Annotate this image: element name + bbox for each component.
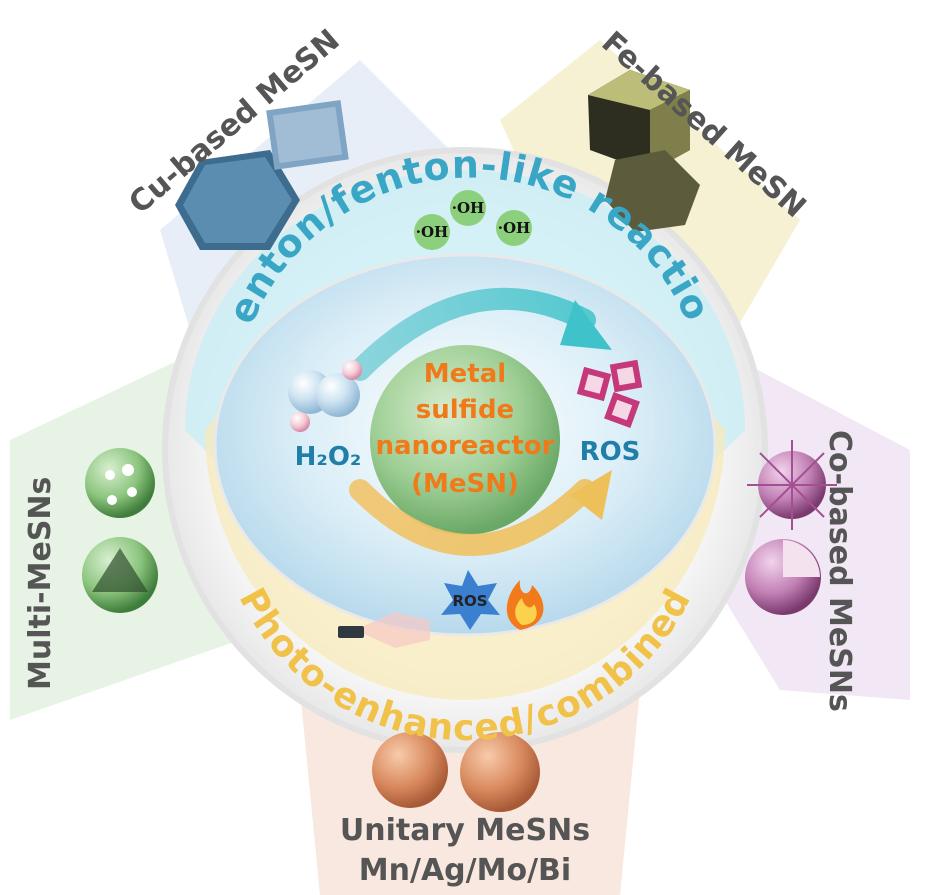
center-label-4: (MeSN) [411, 469, 519, 499]
light-source-icon [338, 612, 430, 648]
petal-label-unitary-1: Unitary MeSNs [340, 813, 590, 848]
petal-label-multi: Multi-MeSNs [23, 477, 58, 690]
petal-label-unitary-2: Mn/Ag/Mo/Bi [359, 853, 571, 888]
photo-band [205, 400, 725, 700]
photo-arrowhead [570, 470, 612, 520]
ros-star-label: ROS [452, 592, 487, 610]
ros-cluster-icon [576, 359, 643, 428]
center-label-3: nanoreactor [376, 431, 555, 461]
nanoreactor-sphere [370, 345, 560, 535]
ros-star-icon: ROS [441, 570, 500, 630]
multi-nanostructure-icon [82, 448, 158, 613]
flame-icon [506, 580, 544, 630]
center-label-1: Metal [424, 359, 506, 389]
fenton-arrow [349, 287, 596, 381]
oh-radicals: ·OH ·OH ·OH [414, 190, 532, 250]
fenton-band [185, 170, 745, 470]
petal-label-co: Co-based MeSNs [822, 430, 857, 712]
fenton-arrowhead [560, 300, 612, 350]
photo-arrow [349, 479, 596, 556]
cu-nanostructure-icon [175, 100, 349, 250]
h2o2-label: H₂O₂ [295, 442, 362, 472]
oh-label-1: ·OH [416, 223, 448, 241]
center-label-2: sulfide [416, 395, 514, 425]
ros-label: ROS [580, 437, 641, 467]
fe-nanostructure-icon [588, 70, 700, 232]
oh-label-2: ·OH [452, 199, 484, 217]
oh-label-3: ·OH [498, 219, 530, 237]
unitary-nanostructure-icon [372, 732, 540, 812]
h2o2-molecule-icon [288, 360, 362, 432]
co-nanostructure-icon [745, 440, 837, 615]
